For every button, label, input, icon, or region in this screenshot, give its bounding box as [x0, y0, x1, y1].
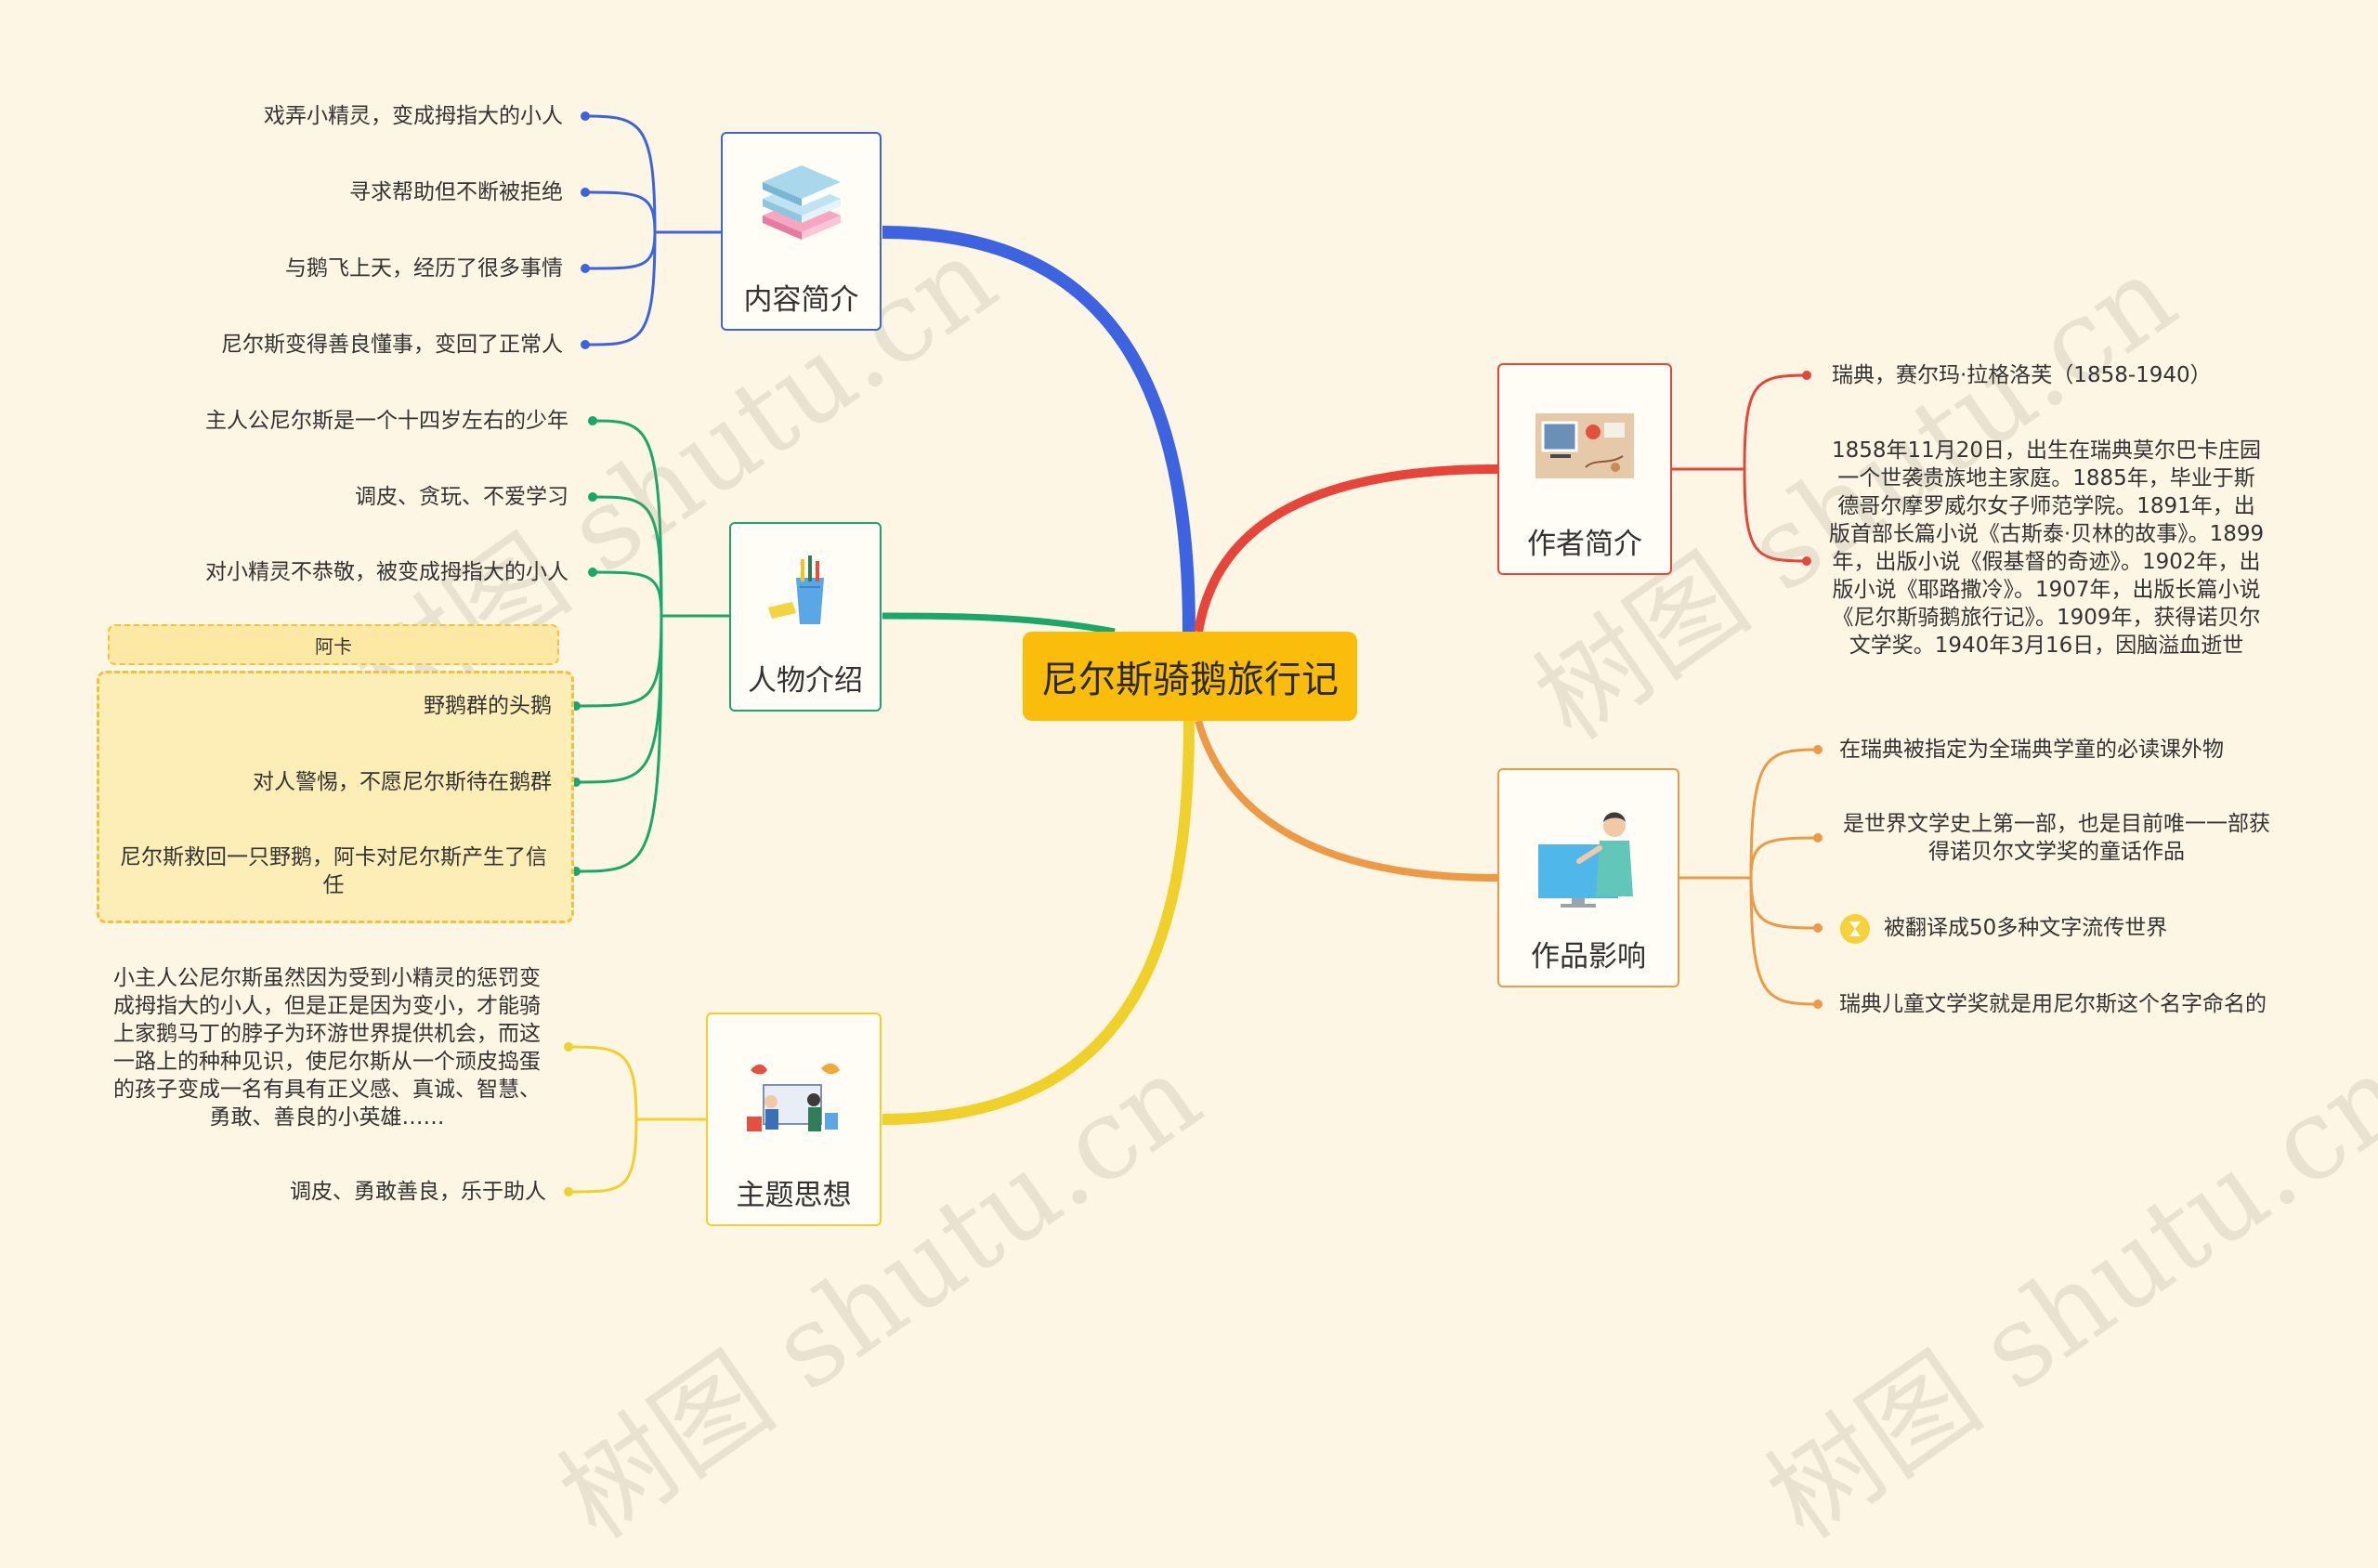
people-leaf[interactable]: 主人公尼尔斯是一个十四岁左右的少年 — [205, 409, 568, 433]
author-leaf-dots — [1802, 371, 1811, 566]
akka-leaf[interactable]: 尼尔斯救回一只野鹅，阿卡对尼尔斯产生了信任 — [120, 845, 547, 897]
team-icon — [743, 1059, 845, 1146]
people-leaf[interactable]: 调皮、贪玩、不爱学习 — [355, 485, 568, 509]
branch-line-theme — [882, 720, 1195, 1125]
author-leaf[interactable]: 瑞典，赛尔玛·拉格洛芙（1858-1940） — [1832, 363, 2212, 387]
branch-label: 主题思想 — [736, 1179, 852, 1212]
influence-leaf[interactable]: 瑞典儿童文学奖就是用尼尔斯这个名字命名的 — [1839, 992, 2267, 1016]
theme-leaf-lines — [568, 1045, 706, 1194]
influence-leaf-dots — [1813, 745, 1823, 1009]
akka-group-box — [97, 671, 574, 923]
branch-line-content — [882, 226, 1196, 633]
desk-photo-icon — [1534, 412, 1636, 485]
author-leaf-lines — [1672, 373, 1808, 563]
theme-leaf-dots — [564, 1042, 573, 1196]
content-leaf[interactable]: 尼尔斯变得善良懂事，变回了正常人 — [221, 333, 563, 357]
akka-leaf[interactable]: 野鹅群的头鹅 — [424, 694, 552, 718]
pencil-cup-icon — [759, 550, 852, 637]
akka-leaf[interactable]: 对人警惕，不愿尼尔斯待在鹅群 — [253, 770, 552, 794]
content-leaf[interactable]: 戏弄小精灵，变成拇指大的小人 — [264, 104, 563, 128]
branch-node-people[interactable]: 人物介绍 — [729, 522, 882, 712]
branch-line-influence — [1195, 719, 1498, 882]
branch-node-theme[interactable]: 主题思想 — [706, 1013, 882, 1226]
author-leaf[interactable]: 1858年11月20日，出生在瑞典莫尔巴卡庄园一个世袭贵族地主家庭。1885年，… — [1828, 438, 2265, 658]
branch-label: 内容简介 — [743, 283, 859, 317]
teacher-icon — [1533, 807, 1644, 913]
theme-leaf[interactable]: 小主人公尼尔斯虽然因为受到小精灵的惩罚变成拇指大的小人，但是正是因为变小，才能骑… — [113, 966, 541, 1130]
branch-node-author[interactable]: 作者简介 — [1497, 363, 1672, 575]
content-leaf[interactable]: 与鹅飞上天，经历了很多事情 — [285, 256, 563, 281]
influence-leaf[interactable]: 被翻译成50多种文字流传世界 — [1884, 916, 2168, 940]
hourglass-icon — [1839, 913, 1871, 948]
people-leaf-lines — [575, 419, 729, 873]
branch-line-people — [882, 612, 1116, 635]
branch-line-author — [1194, 464, 1498, 633]
branch-node-content[interactable]: 内容简介 — [721, 132, 882, 331]
influence-leaf-lines — [1679, 748, 1819, 1006]
connector-lines — [564, 111, 1823, 1196]
influence-leaf[interactable]: 在瑞典被指定为全瑞典学童的必读课外物 — [1839, 738, 2224, 762]
content-leaf[interactable]: 寻求帮助但不断被拒绝 — [349, 180, 563, 204]
branch-node-influence[interactable]: 作品影响 — [1497, 768, 1679, 987]
akka-group-title[interactable]: 阿卡 — [108, 624, 559, 665]
content-leaf-dots — [581, 111, 590, 349]
content-leaf-lines — [584, 114, 721, 346]
branch-label: 作品影响 — [1531, 940, 1646, 973]
theme-leaf[interactable]: 调皮、勇敢善良，乐于助人 — [290, 1180, 546, 1204]
branch-label: 作者简介 — [1527, 528, 1642, 561]
influence-leaf[interactable]: 是世界文学史上第一部，也是目前唯一一部获得诺贝尔文学奖的童话作品 — [1843, 812, 2270, 864]
people-leaf[interactable]: 对小精灵不恭敬，被变成拇指大的小人 — [205, 560, 568, 584]
books-icon — [755, 160, 848, 247]
branch-label: 人物介绍 — [748, 664, 863, 698]
root-node[interactable]: 尼尔斯骑鹅旅行记 — [1023, 632, 1357, 721]
